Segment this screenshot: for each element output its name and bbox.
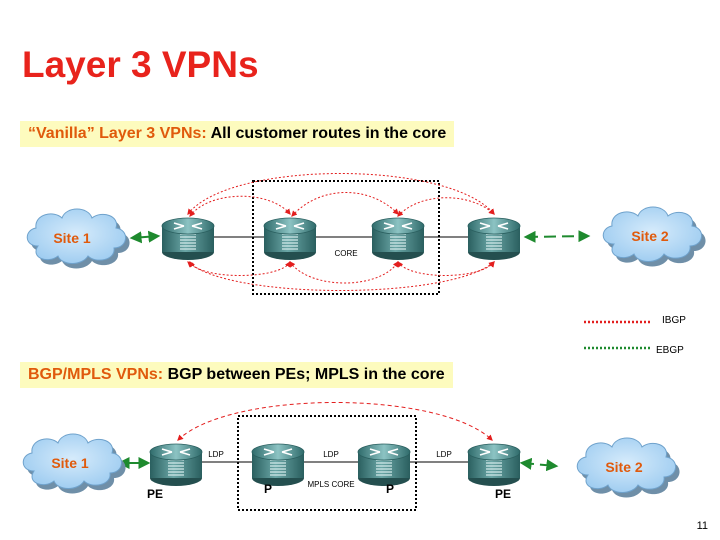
- ibgp-session-arc: [189, 195, 291, 217]
- ibgp-session-arc: [397, 261, 495, 276]
- router-icon: [357, 443, 411, 487]
- ibgp-session-arc: [177, 402, 493, 441]
- ldp-label: LDP: [208, 450, 224, 459]
- ldp-label: LDP: [323, 450, 339, 459]
- page-number: 11: [696, 520, 708, 532]
- ibgp-session-arc: [189, 260, 291, 276]
- ebgp-link: [129, 230, 161, 244]
- ibgp-session-arc: [291, 192, 399, 217]
- site1-label: Site 1: [53, 230, 91, 246]
- ebgp-legend-label: EBGP: [656, 345, 684, 356]
- ibgp-session-arc: [187, 261, 495, 291]
- vanilla-vpn-banner: “Vanilla” Layer 3 VPNs: All customer rou…: [20, 121, 455, 147]
- mpls-core-boundary: [237, 415, 417, 511]
- router-label-pe: PE: [147, 487, 163, 501]
- router-label-p: P: [264, 482, 272, 496]
- banner-text: All customer routes in the core: [210, 125, 447, 142]
- site2-label: Site 2: [631, 228, 669, 244]
- ibgp-legend-label: IBGP: [662, 315, 686, 326]
- ibgp-session-arc: [187, 173, 495, 215]
- router-icon: [371, 217, 425, 261]
- banner-accent-text: BGP/MPLS VPNs:: [28, 366, 164, 383]
- ldp-label: LDP: [436, 450, 452, 459]
- bgp-mpls-vpn-banner: BGP/MPLS VPNs: BGP between PEs; MPLS in …: [20, 362, 453, 388]
- router-icon: [149, 443, 203, 487]
- router-icon: [251, 443, 305, 487]
- banner-accent-text: “Vanilla” Layer 3 VPNs:: [28, 125, 207, 142]
- banner-text: BGP between PEs; MPLS in the core: [167, 366, 445, 383]
- ibgp-session-arc: [397, 197, 495, 217]
- site2-label: Site 2: [605, 459, 643, 475]
- router-icon: [161, 217, 215, 261]
- router-icon: [467, 217, 521, 261]
- router-icon: [263, 217, 317, 261]
- slide-title: Layer 3 VPNs: [22, 44, 259, 85]
- mpls-core-label: MPLS CORE: [307, 480, 354, 489]
- router-icon: [467, 443, 521, 487]
- ebgp-link: [523, 230, 591, 243]
- site1-label: Site 1: [51, 455, 89, 471]
- core-label: CORE: [334, 249, 357, 258]
- ibgp-session-arc: [289, 260, 399, 284]
- ebgp-link: [519, 457, 559, 472]
- router-label-p: P: [386, 482, 394, 496]
- router-label-pe: PE: [495, 487, 511, 501]
